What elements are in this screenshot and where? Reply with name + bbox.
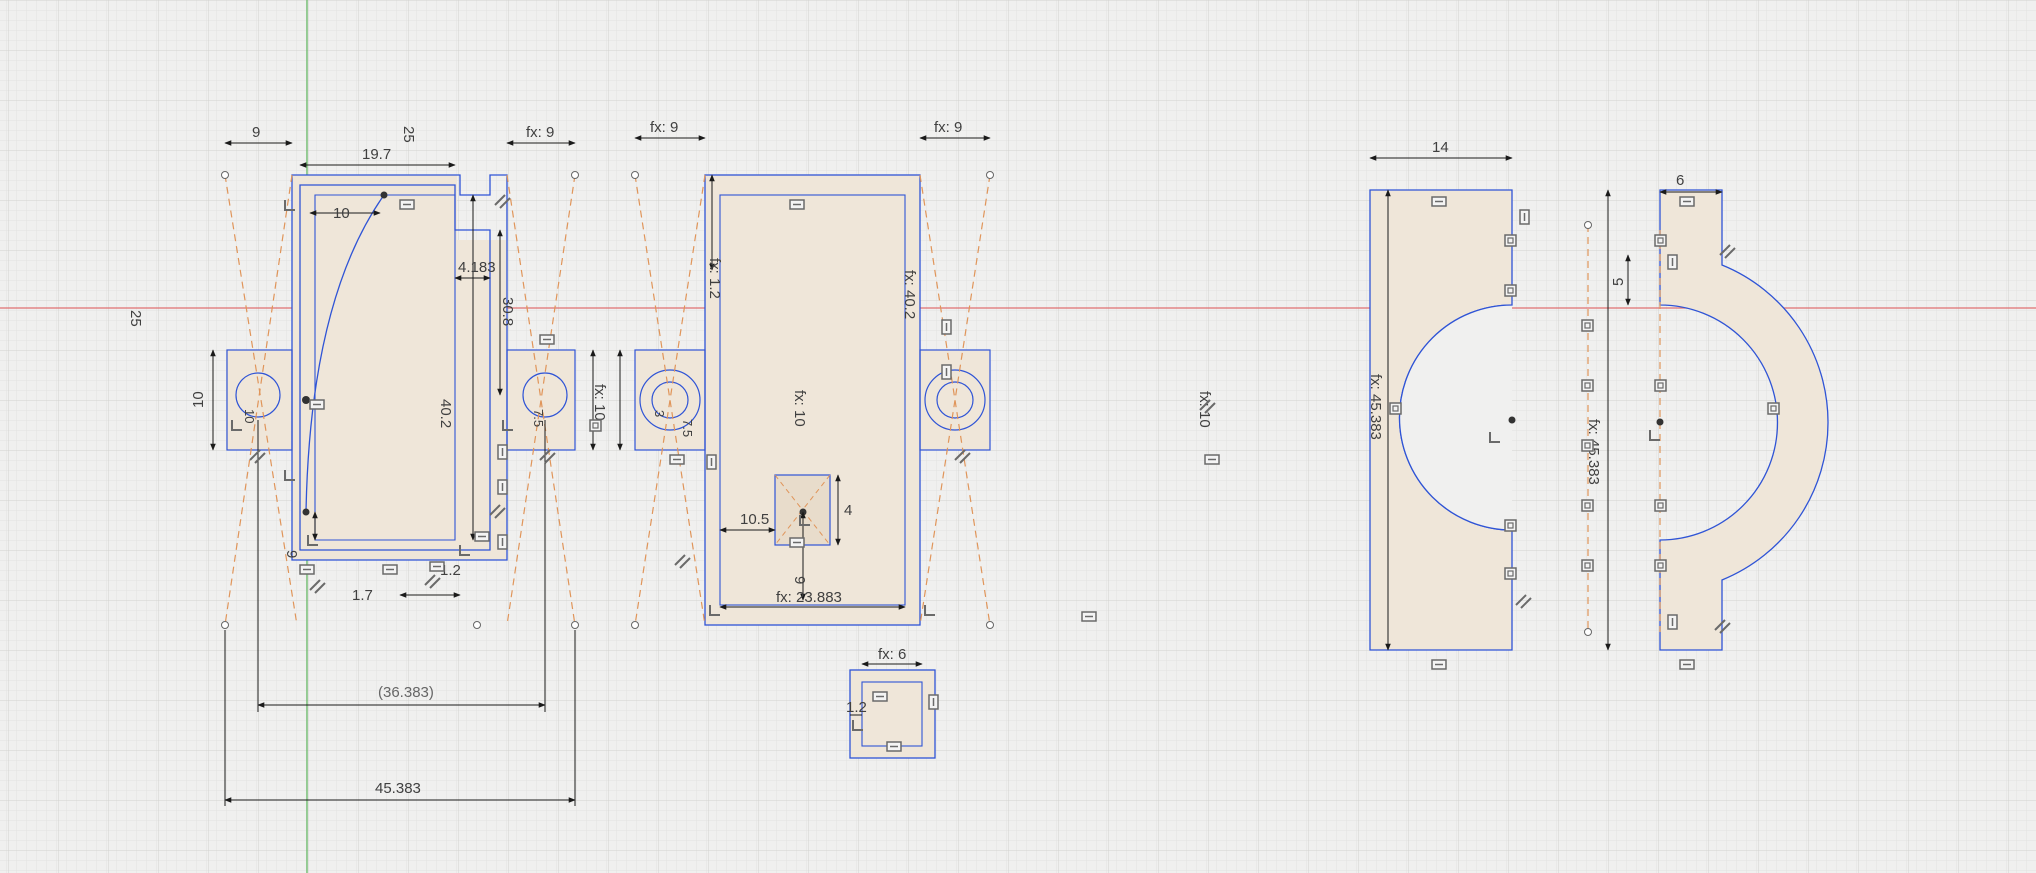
hole-label-right[interactable]: 7.5 — [531, 409, 546, 427]
part-1-profile[interactable] — [226, 174, 576, 561]
construction-endpoints[interactable] — [221, 171, 579, 629]
part-1-arc — [305, 194, 385, 513]
part-5-dimensions — [1605, 189, 1723, 651]
part-2-dimensions — [617, 135, 991, 610]
hole-label-left[interactable]: 10 — [242, 409, 257, 423]
part-1-construction — [224, 174, 576, 626]
hole-label-a[interactable]: 3 — [652, 410, 667, 417]
part-2-right-hole-outer — [924, 369, 986, 431]
dim-p3-width[interactable]: fx: 6 — [878, 646, 906, 663]
point[interactable] — [1656, 418, 1664, 426]
dim-side-width[interactable]: fx: 9 — [526, 124, 554, 141]
dim-slot-2[interactable]: 1.7 — [352, 587, 373, 604]
dim-left-width[interactable]: fx: 9 — [650, 119, 678, 136]
construction-endpoints[interactable] — [1584, 221, 1592, 636]
dim-tab-width[interactable]: 9 — [252, 124, 260, 141]
dim-right-tab[interactable]: fx: 10 — [1196, 391, 1213, 428]
part-4-profile[interactable] — [1369, 189, 1516, 651]
part-1-inner — [314, 194, 456, 541]
dim-ref-width[interactable]: (36.383) — [378, 684, 434, 701]
dim-p5-notch[interactable]: 5 — [1610, 278, 1627, 286]
dim-right-width[interactable]: fx: 9 — [934, 119, 962, 136]
dim-bottom-offset[interactable]: 9 — [283, 550, 300, 558]
dim-notch[interactable]: 4.183 — [458, 259, 496, 276]
dim-left-tab[interactable]: fx: 10 — [791, 390, 808, 427]
dim-total-width[interactable]: 45.383 — [375, 780, 421, 797]
part-1-right-hole — [522, 372, 568, 418]
part-3-dimensions — [850, 661, 923, 716]
dim-p5-width[interactable]: 6 — [1676, 172, 1684, 189]
part-4-dimensions — [1369, 155, 1513, 651]
dim-p4-width[interactable]: 14 — [1432, 139, 1449, 156]
dim-p3-slot[interactable]: 1.2 — [846, 699, 867, 716]
part-2-right-tab — [919, 349, 991, 451]
point[interactable] — [1508, 416, 1516, 424]
part-2-left-hole-inner — [651, 381, 689, 419]
point[interactable] — [302, 396, 310, 404]
hole-label-b[interactable]: 7.5 — [680, 419, 695, 437]
dim-width[interactable]: fx: 23.883 — [776, 589, 842, 606]
dim-square-offset[interactable]: 9 — [791, 576, 808, 584]
part-1-fill — [227, 175, 575, 560]
dim-height[interactable]: 40.2 — [437, 399, 454, 428]
dim-square[interactable]: 4 — [844, 502, 852, 519]
dim-p4-height[interactable]: fx: 45.383 — [1367, 374, 1384, 440]
part-1-dimensions — [210, 140, 596, 806]
dim-tab-height[interactable]: 10 — [190, 391, 207, 408]
part-2-construction — [634, 174, 991, 626]
dim-arc-offset[interactable]: 10 — [333, 205, 350, 222]
part-2-left-hole-outer — [639, 369, 701, 431]
point[interactable] — [302, 508, 310, 516]
dim-p5-height[interactable]: fx: 45.383 — [1585, 419, 1602, 485]
dim-right-height[interactable]: 30.8 — [499, 297, 516, 326]
axis-label-top: 25 — [400, 126, 417, 143]
axis-label-left: 25 — [127, 310, 144, 327]
dim-height-b[interactable]: fx: 40.2 — [901, 270, 918, 319]
part-2-fill — [635, 175, 990, 625]
dim-inner-width[interactable]: 19.7 — [362, 146, 391, 163]
part-1-right-tab — [506, 349, 576, 451]
dim-slot-1[interactable]: 1.2 — [440, 562, 461, 579]
part-2-right-hole-inner — [936, 381, 974, 419]
dim-height-a[interactable]: fx: 1.2 — [706, 258, 723, 299]
part-2-left-tab — [634, 349, 706, 451]
construction-endpoints[interactable] — [631, 171, 994, 629]
part-4-cutout — [1399, 305, 1512, 530]
point[interactable] — [380, 191, 388, 199]
dim-center-offset[interactable]: 10.5 — [740, 511, 769, 528]
part-1-left-hole — [235, 372, 281, 418]
dim-right-tab[interactable]: fx: 10 — [591, 384, 608, 421]
